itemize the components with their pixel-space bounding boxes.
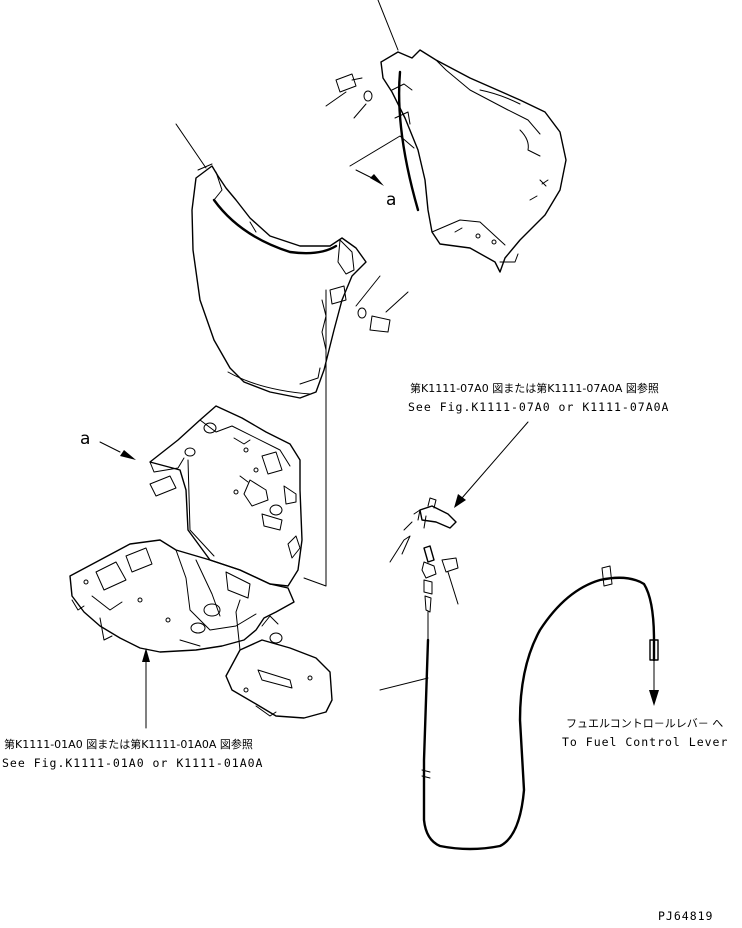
view-marker-top: a [386, 190, 396, 210]
alignment-line [303, 289, 327, 587]
ref-arrow-lower [142, 648, 150, 729]
view-arrow-left: a [80, 429, 136, 460]
fuel-control-cable [379, 421, 659, 851]
ref-lower-en: See Fig.K1111-01A0 or K1111-01A0A [2, 756, 263, 770]
ref-upper-en: See Fig.K1111-07A0 or K1111-07A0A [408, 400, 669, 414]
front-shroud [175, 123, 367, 399]
bolt-washer-middle [355, 275, 409, 333]
upper-right-cover [377, 0, 567, 273]
view-marker-left: a [80, 429, 90, 449]
ref-lower-jp: 第K1111-01A0 図または第K1111-01A0A 図参照 [4, 737, 253, 751]
callout-texts: 第K1111-07A0 図または第K1111-07A0A 図参照 See Fig… [2, 381, 728, 923]
drawing-id: PJ64819 [658, 909, 713, 923]
view-arrow-top: a [349, 135, 415, 210]
control-stand-frame [69, 405, 333, 719]
fuel-lever-jp: フュエルコントロ－ルレバ－ へ [566, 717, 723, 730]
bolt-washer-top [325, 73, 373, 119]
ref-upper-jp: 第K1111-07A0 図または第K1111-07A0A 図参照 [410, 381, 659, 395]
fuel-lever-en: To Fuel Control Lever [562, 735, 728, 749]
